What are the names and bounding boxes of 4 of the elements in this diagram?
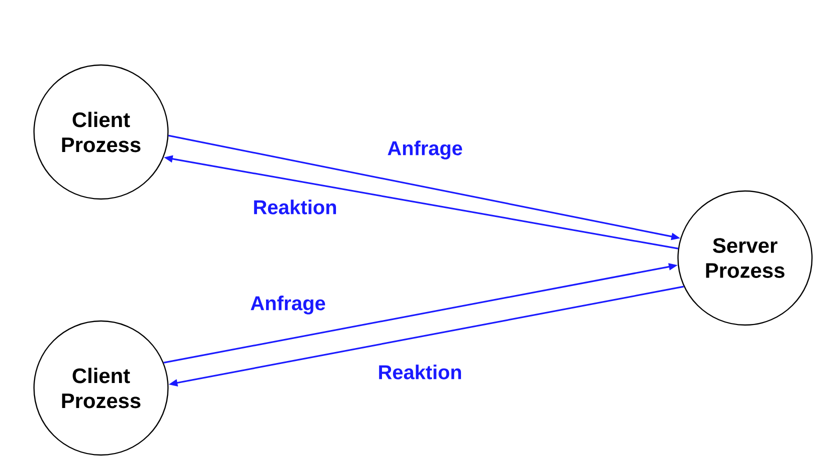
edge-label: Reaktion	[254, 200, 336, 214]
edge-label: Anfrage	[388, 140, 462, 160]
edge-label: Reaktion	[379, 364, 461, 380]
edge-label: Anfrage	[250, 296, 326, 314]
